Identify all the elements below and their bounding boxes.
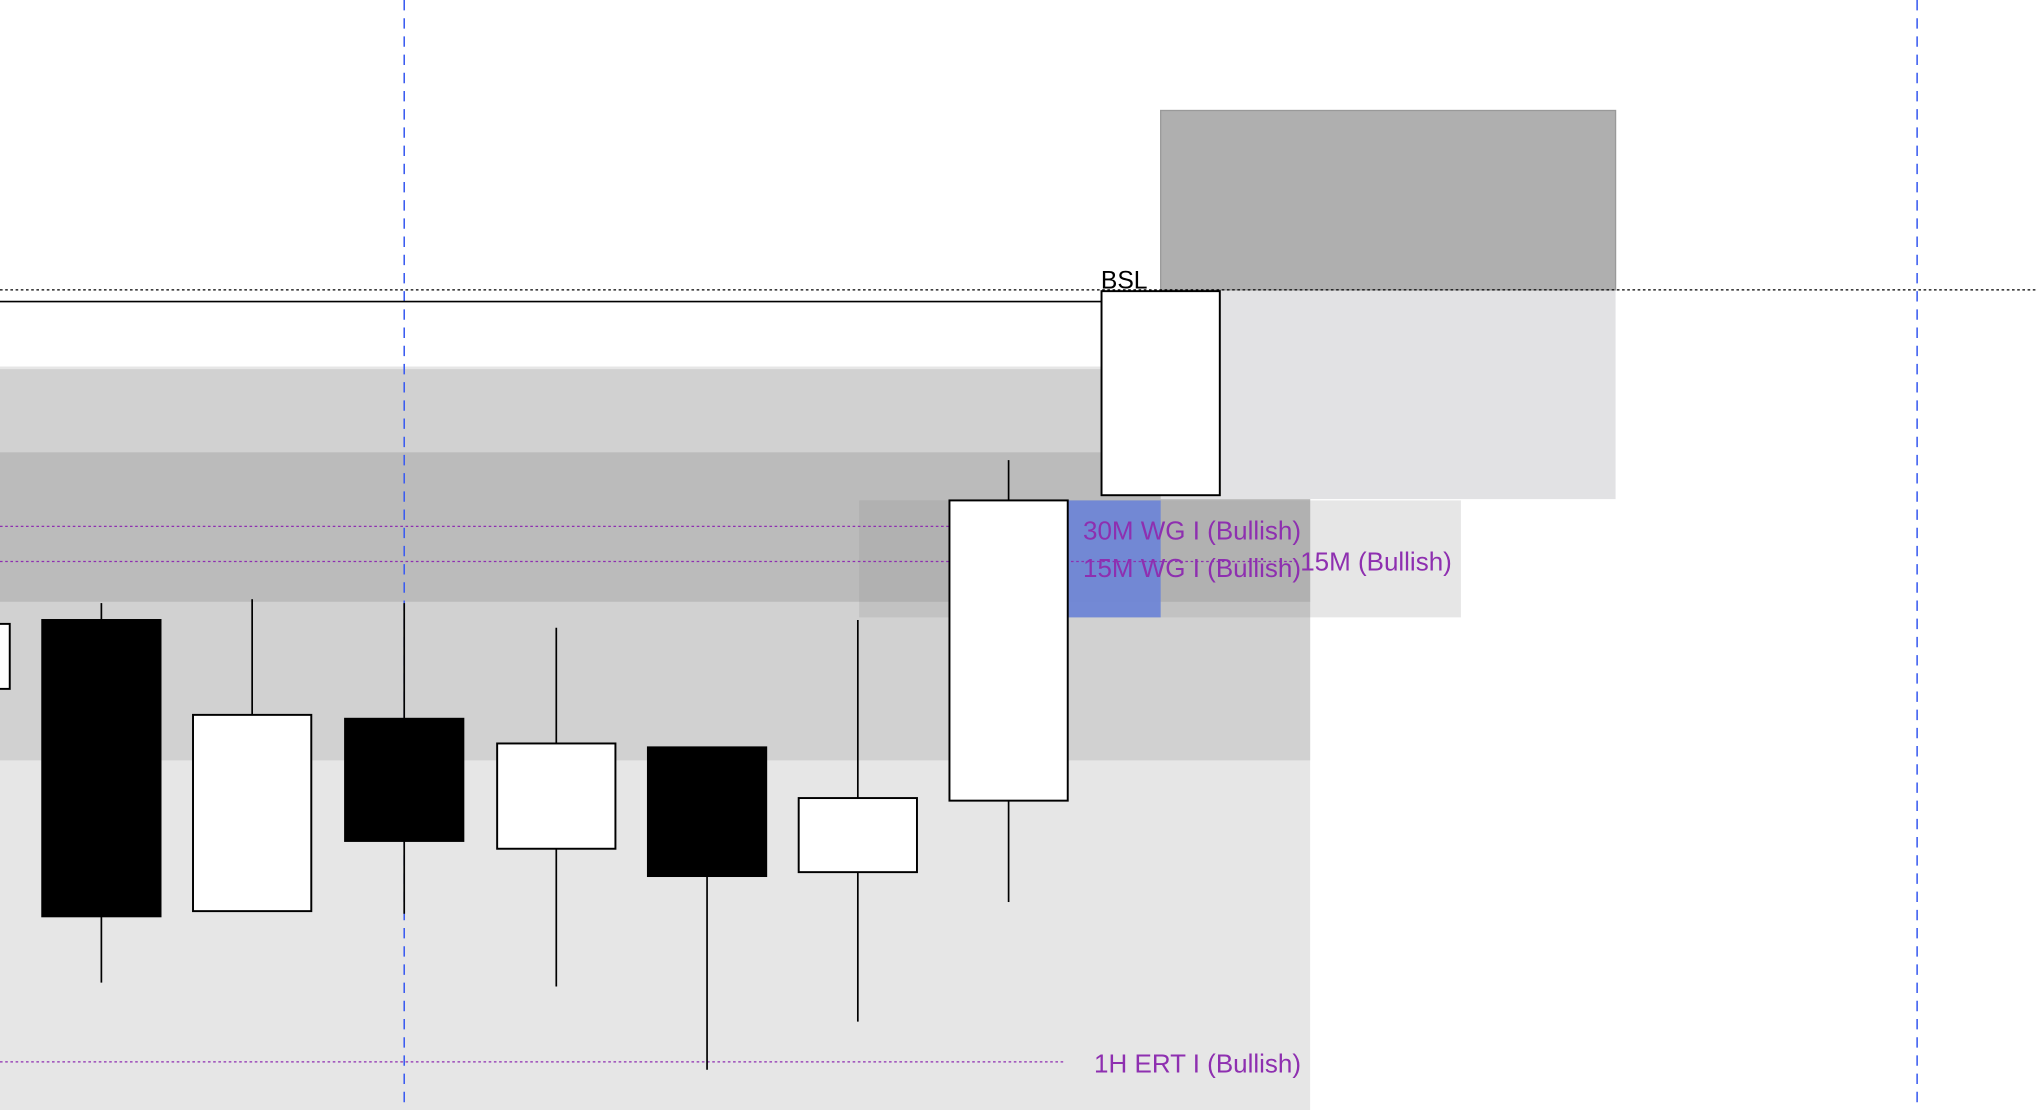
candle[interactable] bbox=[0, 622, 11, 690]
candle-body bbox=[41, 619, 162, 918]
candle-body bbox=[646, 746, 768, 878]
candle-body bbox=[948, 499, 1069, 802]
candle[interactable] bbox=[41, 603, 162, 983]
wg15-label: 15M WG I (Bullish) bbox=[1083, 553, 1301, 583]
candle[interactable] bbox=[646, 746, 768, 1070]
candle[interactable] bbox=[496, 627, 617, 987]
candle[interactable] bbox=[948, 460, 1069, 903]
zone-upper-light bbox=[1160, 289, 1616, 500]
fvg-blue-box bbox=[1068, 500, 1161, 618]
candle[interactable] bbox=[344, 603, 465, 914]
candle[interactable] bbox=[192, 599, 313, 913]
candle-body bbox=[797, 797, 918, 874]
bsl-label: BSL bbox=[1101, 268, 1148, 295]
candle-body bbox=[192, 713, 313, 913]
candle-body bbox=[496, 742, 617, 850]
candle-body bbox=[0, 622, 11, 690]
candle[interactable] bbox=[1100, 290, 1221, 497]
ert1h-label: 1H ERT I (Bullish) bbox=[1094, 1048, 1301, 1078]
m15-label: 15M (Bullish) bbox=[1300, 547, 1452, 577]
candle-body bbox=[344, 717, 465, 842]
candle[interactable] bbox=[797, 619, 918, 1022]
zone-upper-dark bbox=[1160, 109, 1617, 291]
wg30-label: 30M WG I (Bullish) bbox=[1083, 515, 1301, 545]
candle-body bbox=[1100, 290, 1221, 497]
